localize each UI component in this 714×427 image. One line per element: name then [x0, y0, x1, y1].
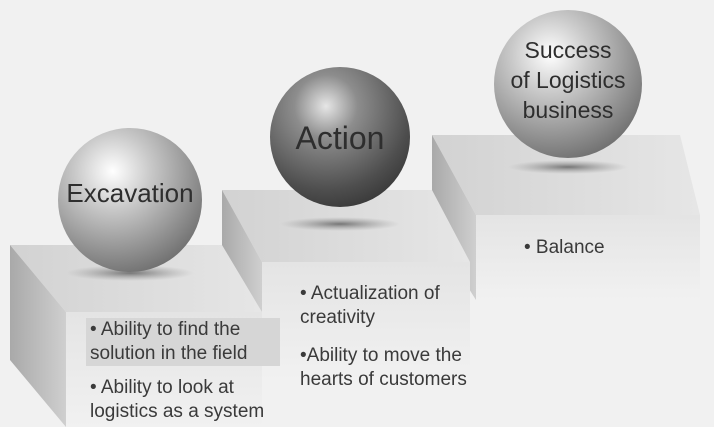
step-2-bullet-2: •Ability to move the hearts of customers: [300, 345, 467, 390]
step-1-label: Excavation: [66, 178, 194, 208]
step-2-bullet-1: • Actualization of creativity: [300, 283, 440, 328]
sphere-excavation: [58, 128, 202, 272]
sphere-action: [270, 67, 410, 207]
step-1-bullet-1: • Ability to find the solution in the fi…: [86, 318, 280, 366]
step-1-bullet-2: • Ability to look at logistics as a syst…: [90, 377, 265, 422]
step-2-label: Action: [295, 120, 385, 156]
sphere-success: [494, 10, 642, 158]
sphere-shadow-2: [280, 217, 400, 231]
sphere-shadow-3: [508, 160, 628, 174]
step-3-bullet-1: • Balance: [524, 237, 605, 258]
step-3-block: [432, 135, 700, 300]
sphere-shadow-1: [66, 265, 194, 281]
step-3-label: Success of Logistics business: [510, 37, 626, 123]
